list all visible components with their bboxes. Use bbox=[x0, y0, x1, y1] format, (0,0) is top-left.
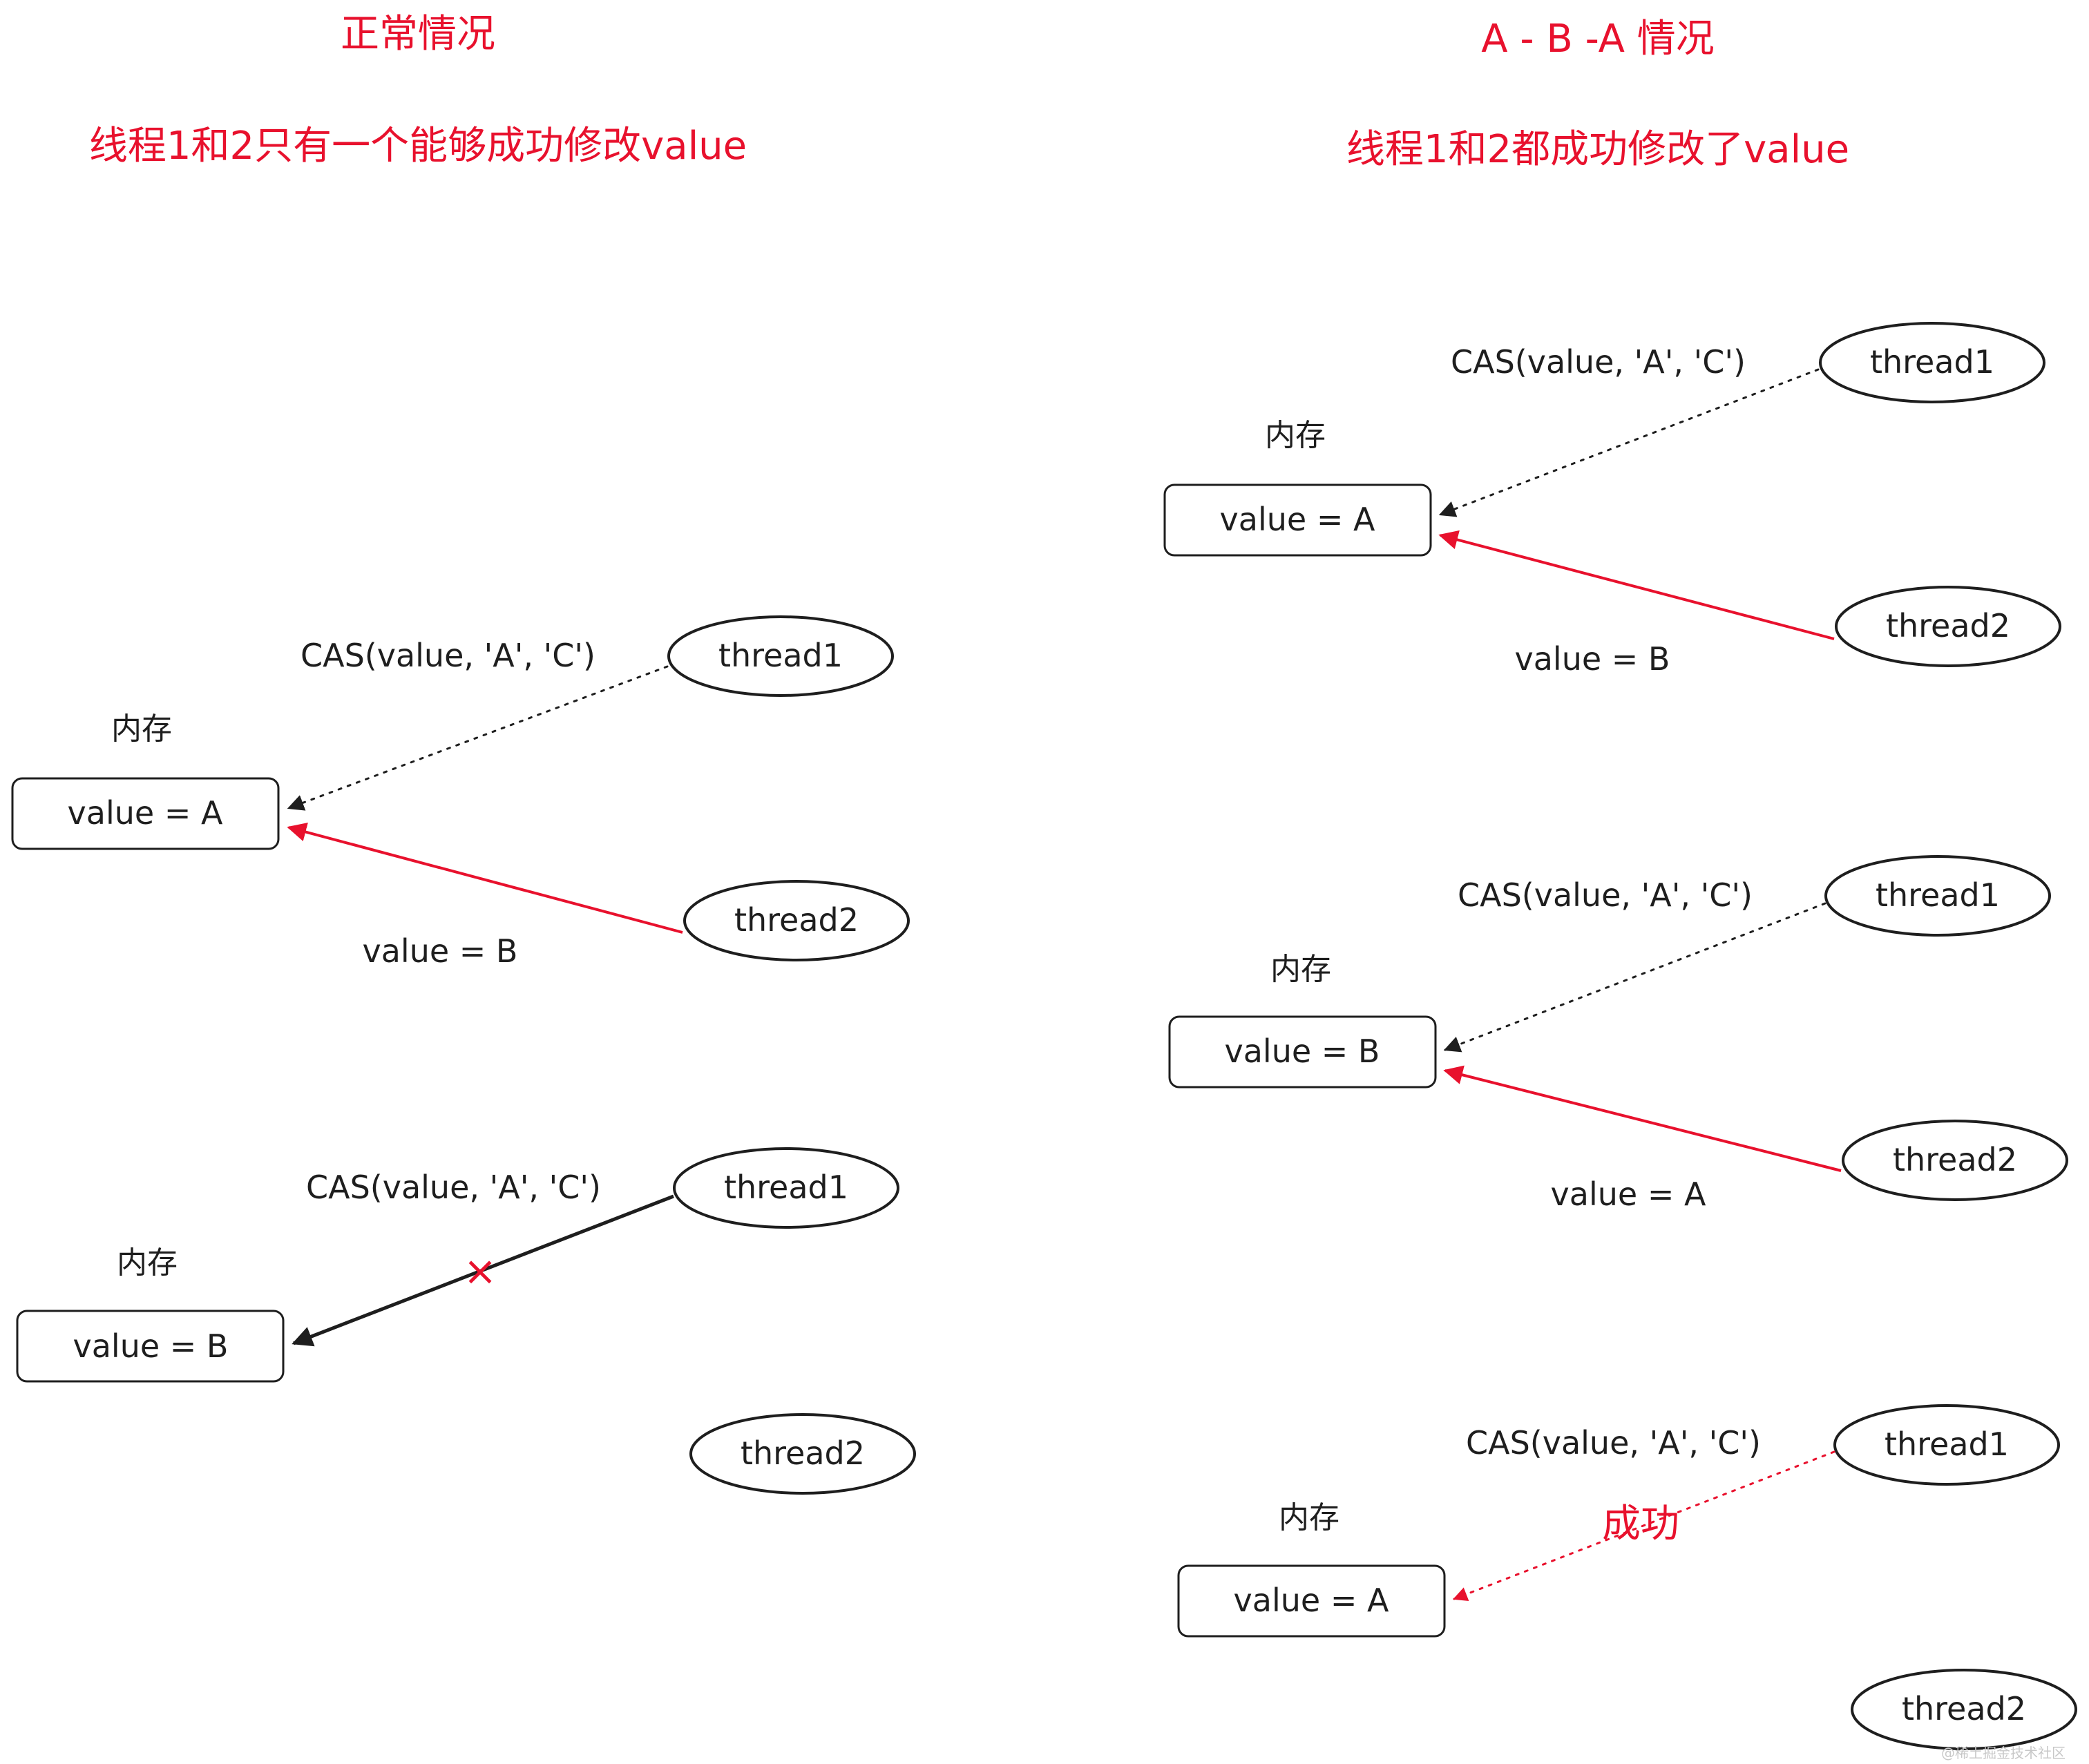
value-note: value = B bbox=[363, 932, 518, 970]
cas-label: CAS(value, 'A', 'C') bbox=[1466, 1424, 1761, 1461]
memory-box bbox=[1177, 1564, 1446, 1638]
value-note: value = A bbox=[1551, 1176, 1706, 1213]
thread1-cas-arrow bbox=[292, 1194, 674, 1347]
thread2-label: thread2 bbox=[734, 901, 859, 939]
success-label: 成功 bbox=[1602, 1502, 1679, 1546]
thread2-label: thread2 bbox=[1893, 1141, 2017, 1178]
memory-label: 内存 bbox=[1279, 1500, 1339, 1535]
memory-label: 内存 bbox=[1270, 952, 1331, 987]
thread1-cas-arrow bbox=[1443, 902, 1826, 1053]
cas-label: CAS(value, 'A', 'C') bbox=[1458, 876, 1753, 914]
left-scene-1: CAS(value, 'A', 'C') 内存 value = A thread… bbox=[11, 615, 910, 970]
thread1-node bbox=[673, 1147, 899, 1229]
memory-value: value = A bbox=[68, 794, 223, 832]
value-note: value = B bbox=[1515, 640, 1670, 678]
thread1-node bbox=[1824, 855, 2051, 937]
thread2-write-arrow bbox=[1443, 1065, 1842, 1172]
right-subtitle: 线程1和2都成功修改了value bbox=[1346, 127, 1849, 172]
thread2-node bbox=[1851, 1669, 2077, 1750]
thread1-node bbox=[667, 615, 894, 697]
memory-value: value = B bbox=[1225, 1033, 1380, 1070]
left-scene-2: CAS(value, 'A', 'C') 内存 value = B thread… bbox=[16, 1147, 916, 1495]
thread1-label: thread1 bbox=[1870, 343, 1994, 381]
thread1-label: thread1 bbox=[724, 1169, 848, 1206]
thread1-cas-arrow bbox=[1438, 368, 1820, 517]
thread2-write-arrow bbox=[1438, 530, 1835, 640]
left-title: 正常情况 bbox=[341, 12, 495, 57]
right-scene-3: CAS(value, 'A', 'C') 内存 value = A thread… bbox=[1177, 1404, 2077, 1750]
thread2-write-arrow bbox=[287, 822, 683, 934]
thread1-cas-arrow bbox=[1453, 1450, 1835, 1601]
thread1-node bbox=[1819, 322, 2045, 403]
memory-value: value = A bbox=[1220, 501, 1375, 538]
thread2-label: thread2 bbox=[741, 1435, 865, 1472]
thread1-cas-arrow bbox=[287, 665, 669, 811]
thread2-label: thread2 bbox=[1902, 1690, 2026, 1727]
thread2-node bbox=[689, 1413, 916, 1495]
thread2-node bbox=[1842, 1120, 2068, 1201]
cas-label: CAS(value, 'A', 'C') bbox=[1451, 343, 1746, 381]
cas-label: CAS(value, 'A', 'C') bbox=[306, 1169, 601, 1206]
memory-value: value = A bbox=[1234, 1582, 1389, 1619]
memory-box bbox=[1168, 1015, 1437, 1089]
thread1-node bbox=[1833, 1404, 2060, 1486]
thread1-label: thread1 bbox=[1876, 876, 2000, 914]
thread2-node bbox=[1835, 586, 2061, 667]
left-subtitle: 线程1和2只有一个能够成功修改value bbox=[89, 124, 747, 169]
memory-box bbox=[16, 1310, 285, 1383]
memory-value: value = B bbox=[73, 1327, 229, 1365]
thread2-node bbox=[683, 880, 910, 961]
memory-label: 内存 bbox=[1265, 418, 1326, 453]
right-title: A - B -A 情况 bbox=[1481, 17, 1714, 61]
fail-mark: × bbox=[464, 1247, 497, 1294]
memory-label: 内存 bbox=[117, 1245, 178, 1281]
memory-label: 内存 bbox=[111, 711, 172, 747]
thread1-label: thread1 bbox=[718, 637, 843, 674]
cas-label: CAS(value, 'A', 'C') bbox=[301, 637, 595, 674]
thread1-label: thread1 bbox=[1885, 1426, 2009, 1463]
memory-box bbox=[1163, 483, 1432, 557]
memory-box bbox=[11, 777, 280, 850]
thread2-label: thread2 bbox=[1886, 607, 2010, 644]
right-scene-2: CAS(value, 'A', 'C') 内存 value = B thread… bbox=[1168, 855, 2068, 1213]
watermark: @稀土掘金技术社区 bbox=[1941, 1745, 2066, 1761]
right-scene-1: CAS(value, 'A', 'C') 内存 value = A thread… bbox=[1163, 322, 2061, 678]
